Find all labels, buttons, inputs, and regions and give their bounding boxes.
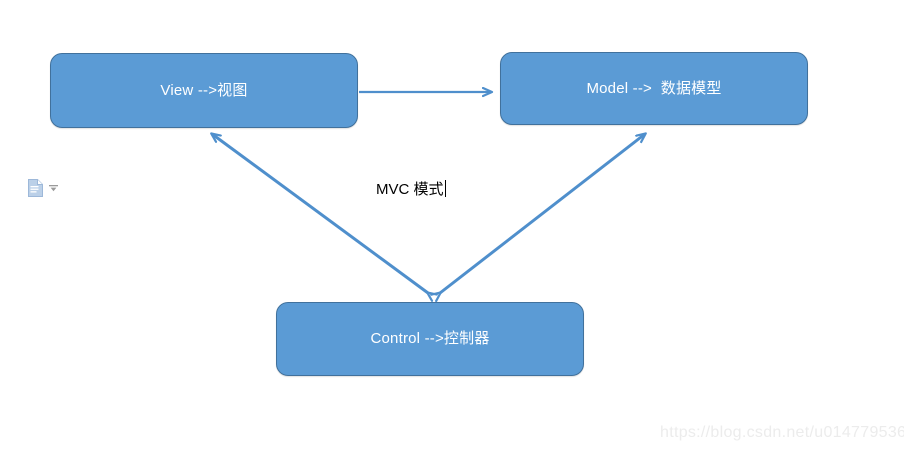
chevron-down-icon[interactable] (49, 184, 58, 193)
diagram-title-text: MVC 模式 (376, 181, 444, 198)
node-control[interactable]: Control -->控制器 (276, 302, 584, 376)
watermark: https://blog.csdn.net/u014779536 (660, 424, 904, 441)
node-view[interactable]: View -->视图 (50, 53, 358, 128)
diagram-title-textbox[interactable]: MVC 模式 (376, 178, 446, 199)
text-caret (444, 180, 446, 197)
node-view-label: View -->视图 (160, 81, 248, 99)
connector-control-to-view (212, 134, 428, 293)
paste-document-icon[interactable] (28, 179, 43, 197)
node-control-label: Control -->控制器 (370, 330, 490, 347)
paste-options-control[interactable] (28, 179, 58, 197)
node-model-label: Model --> 数据模型 (586, 79, 722, 97)
connector-control-to-model (440, 134, 645, 293)
node-model[interactable]: Model --> 数据模型 (500, 52, 808, 125)
